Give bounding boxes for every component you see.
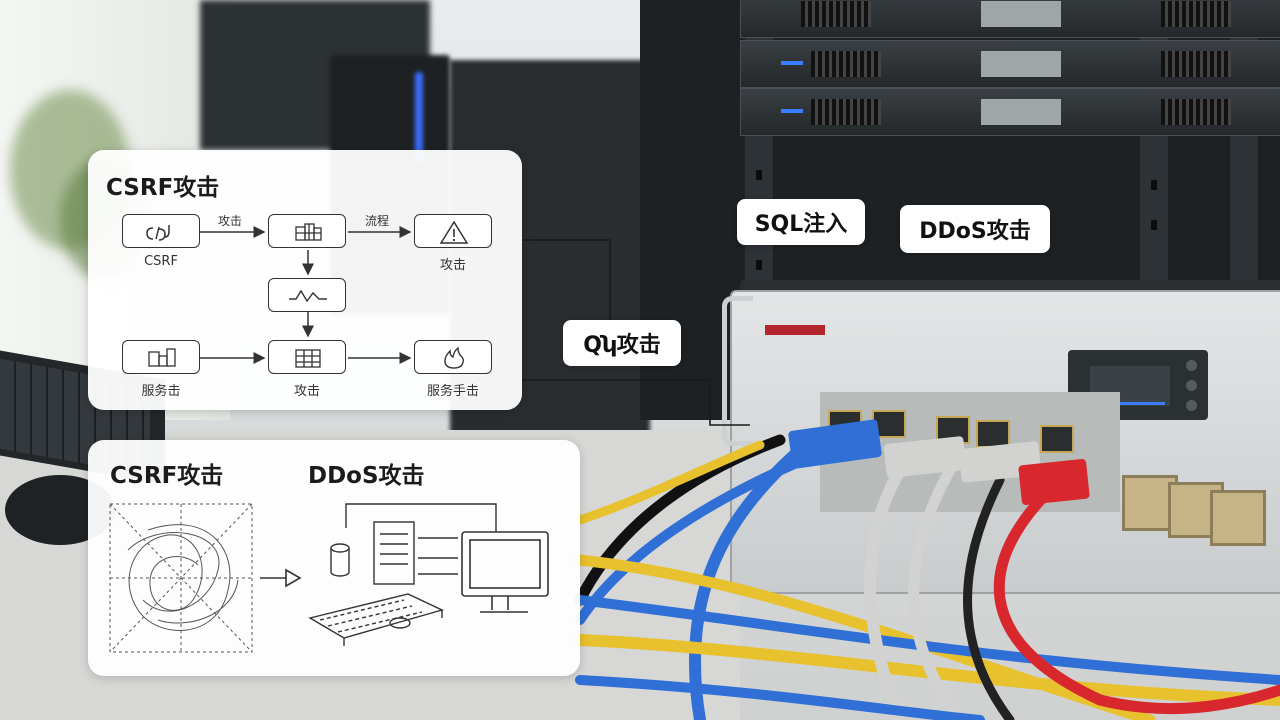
appliance-handle [722,296,753,446]
appliance-display-bar [1095,402,1165,405]
keyboard-icon [308,593,444,646]
tag-sql-injection: SQL注入 [737,199,865,245]
appliance-button [1186,360,1197,371]
node-service [122,340,200,374]
grid-icon [295,349,321,368]
monitor-icon [461,531,549,613]
appliance-button [1186,400,1197,411]
node-warning-label: 攻击 [439,258,466,273]
tag-qy-attack: Qʮ攻击 [563,320,681,366]
node-target [268,214,346,248]
database-icon [330,543,350,577]
bar-chart-icon [148,348,176,367]
flame-icon [444,346,465,369]
node-csrf [122,214,200,248]
link-icon [146,225,170,241]
pc-led [415,72,423,162]
node-attack-grid [268,340,346,374]
node-warning [414,214,492,248]
server-icon [373,521,415,585]
appliance-button [1186,380,1197,391]
network-port [1040,425,1074,453]
waveform-icon [289,289,327,303]
node-flame-label: 服务手击 [426,384,479,399]
tag-ddos: DDoS攻击 [900,205,1050,253]
warning-icon [439,220,469,244]
cable-plug-red [1018,458,1090,506]
edge-label-attack: 攻击 [218,214,243,228]
lower-left-title: CSRF攻击 [110,463,224,489]
brand-logo [765,325,825,335]
lower-right-title: DDoS攻击 [308,463,425,489]
rack-hole [756,170,762,180]
server-unit [740,40,1280,88]
attack-sketch-card: CSRF攻击 DDoS攻击 [88,440,580,676]
edge-label-flow: 流程 [365,214,390,228]
node-flame [414,340,492,374]
server-unit [740,88,1280,136]
building-icon [295,223,322,241]
rj45-port [1210,490,1266,546]
rack-hole [1151,180,1157,190]
rack-hole [756,260,762,270]
node-service-label: 服务击 [141,384,181,399]
csrf-flow-card: CSRF攻击 攻击 流程 CSRF [88,150,522,410]
node-attack-grid-label: 攻击 [293,384,320,399]
node-waveform [268,278,346,312]
node-csrf-label: CSRF [144,254,178,269]
csrf-card-title: CSRF攻击 [106,175,220,201]
server-unit [740,0,1280,38]
rack-hole [1151,220,1157,230]
